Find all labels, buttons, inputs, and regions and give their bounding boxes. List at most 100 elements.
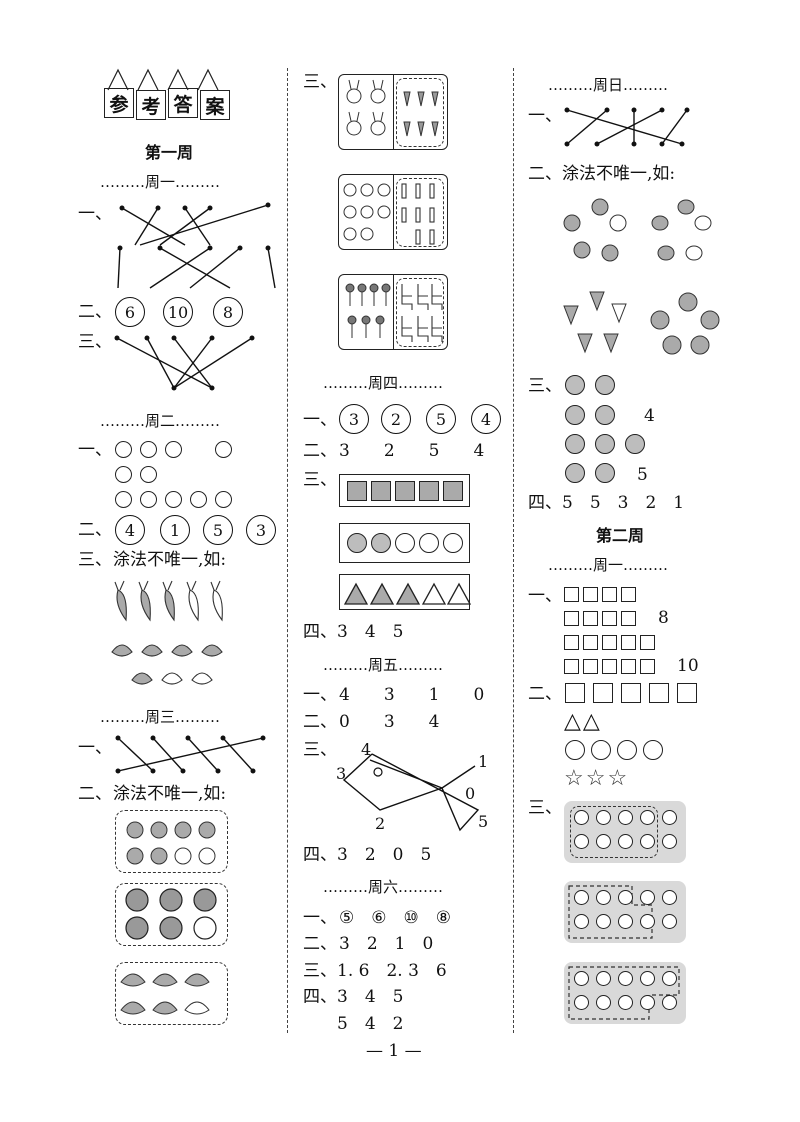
fish-label: 3 xyxy=(336,764,347,783)
star-shapes-text: ☆☆☆ xyxy=(564,766,630,791)
circle-shape xyxy=(140,441,157,458)
circle-shape xyxy=(565,463,585,483)
title-hanging-strings xyxy=(107,68,219,91)
circle-shape xyxy=(618,995,633,1010)
circle-shape xyxy=(395,533,415,553)
circle-shape xyxy=(574,890,589,905)
square-shape xyxy=(621,635,636,650)
answer-circle: 10 xyxy=(163,297,193,327)
mon2-separator: ………周一……… xyxy=(548,556,669,574)
circle-shape xyxy=(165,441,182,458)
rabbit-icons xyxy=(346,79,386,136)
square-shape xyxy=(583,611,598,626)
sun-q1-matching-lines xyxy=(564,107,690,147)
triangle-shapes xyxy=(343,582,472,605)
circle-shape xyxy=(595,375,615,395)
circle-shape xyxy=(640,971,655,986)
sat-q1-answers: ⑤ ⑥ ⑩ ⑧ xyxy=(339,908,451,928)
circles-box xyxy=(339,523,470,563)
selection-dashed xyxy=(396,178,444,247)
circle-shape xyxy=(140,491,157,508)
sat-q4-answers-row2: 5 4 2 xyxy=(337,1014,404,1034)
title-tile: 参 xyxy=(104,88,134,118)
sat-q1-label: 一、 xyxy=(303,908,337,928)
selection-dashed xyxy=(396,78,444,147)
fish-label: 2 xyxy=(375,814,386,833)
square-shape xyxy=(621,611,636,626)
tue-q1-label: 一、 xyxy=(78,440,112,460)
rabbit-carrot-box xyxy=(338,74,448,150)
thu-separator: ………周四……… xyxy=(323,374,444,392)
circle-shape xyxy=(215,491,232,508)
squares-box xyxy=(339,474,470,507)
circle-shape xyxy=(618,914,633,929)
circle-shape xyxy=(596,914,611,929)
selection-dashed xyxy=(396,278,444,347)
tue-separator: ………周二……… xyxy=(100,412,221,430)
circle-shape xyxy=(595,463,615,483)
wed-q1-matching-lines xyxy=(115,735,266,774)
circle-shape xyxy=(565,405,585,425)
circle-shape xyxy=(140,466,157,483)
mon2-q2-label: 二、 xyxy=(528,684,562,704)
dog-icons xyxy=(343,183,391,241)
sun-q4-label: 四、 xyxy=(528,493,562,513)
peach-group-box xyxy=(115,962,228,1025)
square-shape xyxy=(443,481,463,501)
page-number: — 1 — xyxy=(366,1041,422,1061)
circle-shape xyxy=(662,834,677,849)
square-shape xyxy=(564,611,579,626)
circle-shape xyxy=(617,740,637,760)
flower-icons xyxy=(563,198,627,262)
wed-q2-label: 二、 xyxy=(78,784,112,804)
square-shape xyxy=(640,635,655,650)
sun-separator: ………周日……… xyxy=(548,76,669,94)
square-shape xyxy=(419,481,439,501)
circle-shape xyxy=(574,834,589,849)
circle-shape xyxy=(190,491,207,508)
week2-heading: 第二周 xyxy=(596,526,645,545)
sun-q1-label: 一、 xyxy=(528,106,562,126)
square-shape xyxy=(371,481,391,501)
answer-circle: 2 xyxy=(381,404,411,434)
answer-circle: 4 xyxy=(115,515,145,545)
square-shape xyxy=(564,635,579,650)
thu-q4-label: 四、 xyxy=(303,622,337,642)
lantern-icons xyxy=(651,199,712,261)
thu-q1-label: 一、 xyxy=(303,410,337,430)
circle-shape xyxy=(565,740,585,760)
tue-q3-label: 三、 xyxy=(78,550,112,570)
circle-shape xyxy=(618,810,633,825)
sat-q4-label: 四、 xyxy=(303,987,337,1007)
sun-q4-answers: 5 5 3 2 1 xyxy=(562,493,685,513)
thu-q3-label: 三、 xyxy=(303,470,337,490)
circle-shape xyxy=(115,441,132,458)
box-divider xyxy=(393,275,394,349)
square-shape xyxy=(621,587,636,602)
circle-shape xyxy=(574,971,589,986)
square-shape xyxy=(395,481,415,501)
tray-circles xyxy=(564,801,686,1026)
fri-q2-label: 二、 xyxy=(303,712,337,732)
answer-circle: 8 xyxy=(213,297,243,327)
square-shape xyxy=(583,659,598,674)
peach-group-icons xyxy=(120,973,210,1015)
answer-circle: 4 xyxy=(471,404,501,434)
kids-chairs-box xyxy=(338,274,448,350)
watermelon-group-box xyxy=(115,883,228,946)
tue-q3-note: 涂法不唯一,如: xyxy=(113,550,227,570)
thu-q2-answers: 3 2 5 4 xyxy=(339,441,485,461)
square-shape xyxy=(602,659,617,674)
col2-q3-label: 三、 xyxy=(303,72,337,92)
circle-shape xyxy=(640,834,655,849)
circle-shape xyxy=(662,890,677,905)
sun-q3-label: 三、 xyxy=(528,376,562,396)
fri-q1-label: 一、 xyxy=(303,685,337,705)
sun-q3-number: 5 xyxy=(637,465,648,485)
circle-shape xyxy=(640,914,655,929)
fri-q4-label: 四、 xyxy=(303,845,337,865)
square-shape xyxy=(621,659,636,674)
fri-q2-answers: 0 3 4 xyxy=(339,712,440,732)
sat-q4-answers-row1: 3 4 5 xyxy=(337,987,404,1007)
circle-shape xyxy=(662,810,677,825)
